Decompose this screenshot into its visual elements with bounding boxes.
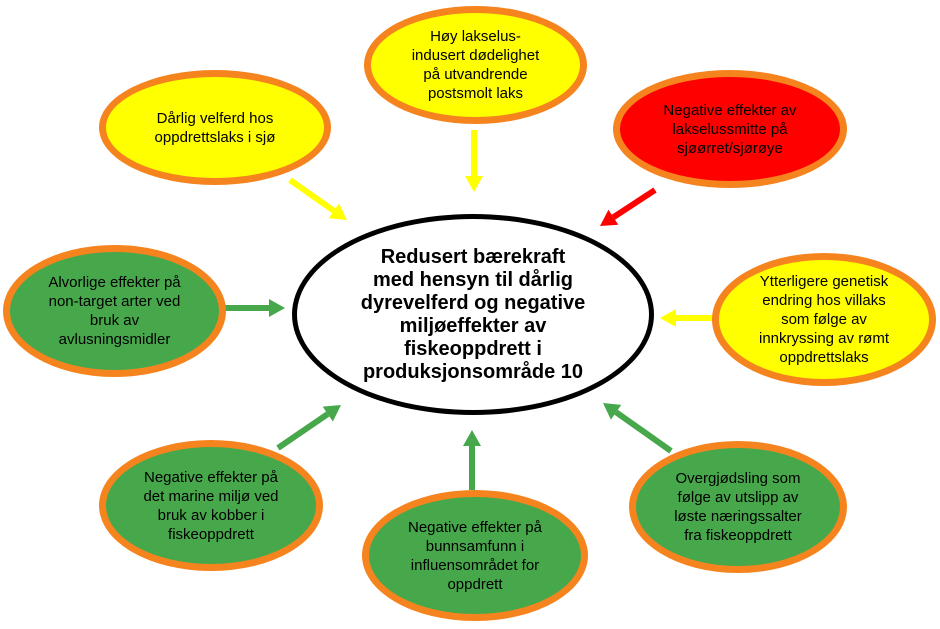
arrow-alvorlige-effekter	[222, 299, 285, 317]
node-genetisk-endring: Ytterligere genetisk endring hos villaks…	[712, 253, 936, 386]
central-outcome: Redusert bærekraft med hensyn til dårlig…	[292, 214, 654, 415]
central-outcome-text: Redusert bærekraft med hensyn til dårlig…	[360, 245, 586, 383]
arrow-darlig-velferd	[288, 177, 347, 220]
node-bunnsamfunn-text: Negative effekter på bunnsamfunn i influ…	[408, 518, 542, 593]
arrow-negative-lakselussmitte	[600, 187, 657, 226]
node-bunnsamfunn: Negative effekter på bunnsamfunn i influ…	[362, 490, 588, 621]
node-alvorlige-effekter-text: Alvorlige effekter på non-target arter v…	[48, 274, 181, 348]
node-darlig-velferd: Dårlig velferd hos oppdrettslaks i sjø	[99, 70, 331, 185]
node-alvorlige-effekter: Alvorlige effekter på non-target arter v…	[3, 245, 226, 377]
node-darlig-velferd-text: Dårlig velferd hos oppdrettslaks i sjø	[154, 109, 276, 146]
node-negative-lakselussmitte: Negative effekter av lakselussmitte på s…	[613, 70, 847, 188]
node-overgjodsling-text: Overgjødsling som følge av utslipp av lø…	[674, 470, 802, 544]
arrow-bunnsamfunn	[463, 430, 481, 490]
node-kobber: Negative effekter på det marine miljø ve…	[99, 440, 323, 571]
arrow-genetisk-endring	[660, 309, 715, 327]
node-genetisk-endring-text: Ytterligere genetisk endring hos villaks…	[758, 273, 890, 366]
node-hoy-lakselus: Høy lakselus- indusert dødelighet på utv…	[364, 6, 587, 124]
node-hoy-lakselus-text: Høy lakselus- indusert dødelighet på utv…	[411, 28, 540, 102]
arrow-hoy-lakselus	[465, 130, 483, 192]
node-kobber-text: Negative effekter på det marine miljø ve…	[143, 468, 279, 543]
node-negative-lakselussmitte-text: Negative effekter av lakselussmitte på s…	[663, 101, 797, 157]
arrow-overgjodsling	[603, 403, 673, 454]
node-overgjodsling: Overgjødsling som følge av utslipp av lø…	[629, 441, 847, 573]
arrow-kobber	[276, 405, 341, 451]
